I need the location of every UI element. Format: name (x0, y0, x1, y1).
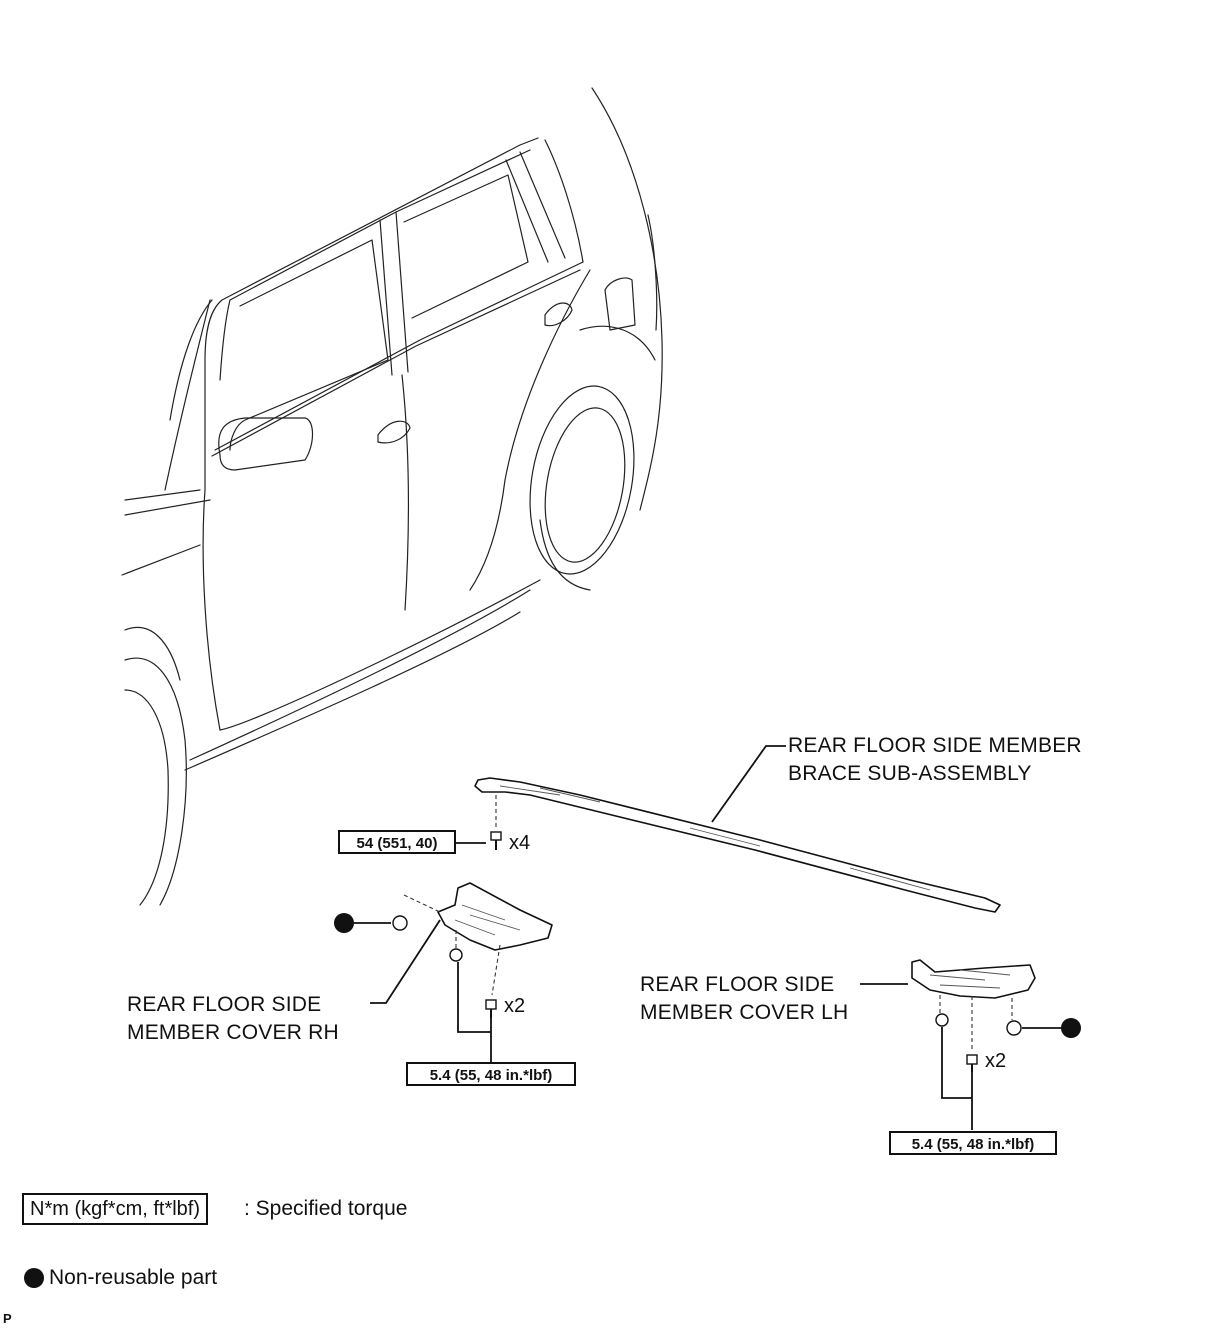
legend-torque-unit-box: N*m (kgf*cm, ft*lbf) (22, 1193, 209, 1225)
vehicle-outline (121, 87, 663, 906)
corner-mark: P (3, 1311, 12, 1326)
torque-brace-bolt: 54 (551, 40) (338, 830, 456, 854)
legend-non-reusable-text: Non-reusable part (49, 1266, 218, 1289)
non-reusable-marker-rh (334, 913, 354, 933)
torque-rh-bolt: 5.4 (55, 48 in.*lbf) (406, 1062, 576, 1086)
qty-brace-bolt: x4 (509, 832, 531, 854)
legend-non-reusable-dot (24, 1268, 44, 1288)
qty-rh-bolt: x2 (504, 995, 526, 1017)
brace-bolt (490, 795, 502, 850)
lh-member-cover (911, 959, 1036, 1072)
non-reusable-marker-lh (1061, 1018, 1081, 1038)
label-member-cover-rh: REAR FLOOR SIDE MEMBER COVER RH (127, 993, 339, 1044)
brace-sub-assembly (474, 777, 1001, 913)
qty-lh-bolt: x2 (985, 1050, 1007, 1072)
legend-torque-text: : Specified torque (244, 1197, 408, 1220)
rh-member-cover (392, 882, 553, 1018)
label-brace-sub-assembly: REAR FLOOR SIDE MEMBER BRACE SUB-ASSEMBL… (788, 734, 1082, 785)
torque-lh-bolt: 5.4 (55, 48 in.*lbf) (889, 1131, 1057, 1155)
label-member-cover-lh: REAR FLOOR SIDE MEMBER COVER LH (640, 973, 849, 1024)
